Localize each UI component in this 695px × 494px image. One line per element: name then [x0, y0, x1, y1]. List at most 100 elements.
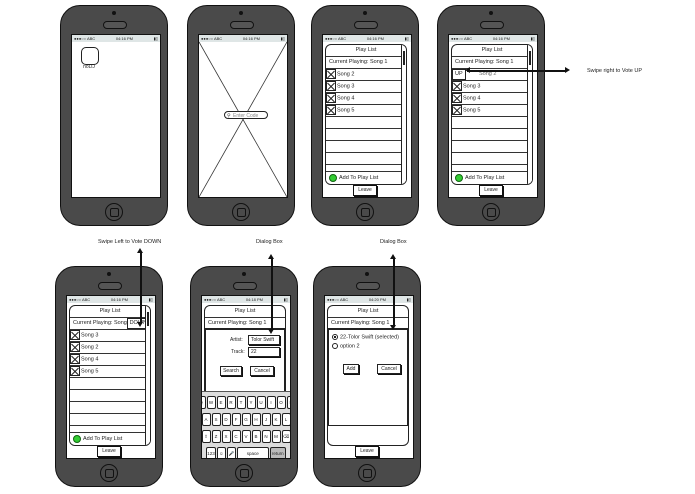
time-label: 04:16 PM: [110, 297, 128, 302]
cancel-button[interactable]: Cancel: [377, 364, 401, 374]
song-row[interactable]: Song 3: [70, 330, 150, 342]
camera-icon: [365, 272, 369, 276]
add-to-playlist-button[interactable]: Add To Play List: [70, 432, 150, 445]
current-playing: Current Playing: Song 1: [452, 57, 532, 69]
key-char[interactable]: W: [206, 396, 216, 409]
leave-button[interactable]: Leave: [353, 185, 377, 196]
track-input[interactable]: 22: [248, 347, 280, 357]
song-thumbnail-icon: [326, 105, 336, 115]
key-char[interactable]: F: [231, 413, 241, 426]
arrowhead-icon: [565, 67, 570, 73]
key-char[interactable]: B: [251, 430, 261, 443]
artist-input[interactable]: Tolor Swift: [248, 335, 280, 345]
key-char[interactable]: U: [256, 396, 266, 409]
carrier-label: ●●●○○ ABC: [327, 297, 349, 302]
key-char[interactable]: P: [286, 396, 290, 409]
key-char[interactable]: G: [241, 413, 251, 426]
home-button[interactable]: [358, 464, 376, 482]
option-radio[interactable]: 22-Tolor Swift (selected): [332, 334, 399, 340]
key-char[interactable]: I: [266, 396, 276, 409]
home-button[interactable]: [482, 203, 500, 221]
song-row[interactable]: Song 2: [326, 69, 406, 81]
key-char[interactable]: T: [236, 396, 246, 409]
song-label: Song 2: [81, 344, 99, 351]
home-button[interactable]: [100, 464, 118, 482]
key-char[interactable]: E: [216, 396, 226, 409]
playlist-title: Play List: [452, 45, 532, 57]
song-row[interactable]: Song 4: [452, 93, 532, 105]
camera-icon: [107, 272, 111, 276]
key-char[interactable]: 🎤: [226, 447, 236, 458]
key-char[interactable]: V: [241, 430, 251, 443]
key-char[interactable]: L: [281, 413, 290, 426]
song-label: Song 2: [337, 71, 355, 78]
key-space[interactable]: space: [236, 447, 269, 458]
add-to-playlist-button[interactable]: Add To Play List: [326, 171, 406, 184]
key-char[interactable]: J: [261, 413, 271, 426]
song-row[interactable]: Song 4: [326, 93, 406, 105]
song-row[interactable]: Song 5: [326, 105, 406, 117]
home-button[interactable]: [105, 203, 123, 221]
enter-code-input[interactable]: ⚲Enter Code: [224, 111, 268, 119]
vote-down-arrow: [140, 252, 142, 322]
scrollbar[interactable]: [527, 45, 532, 184]
song-row[interactable]: Song 3: [326, 81, 406, 93]
key-char[interactable]: S: [211, 413, 221, 426]
key-char[interactable]: Q: [202, 396, 206, 409]
key-char[interactable]: ⌫: [281, 430, 290, 443]
key-char[interactable]: N: [261, 430, 271, 443]
key-char[interactable]: ⇧: [202, 430, 211, 443]
cancel-button[interactable]: Cancel: [250, 366, 274, 376]
home-button[interactable]: [235, 464, 253, 482]
song-thumbnail-icon: [326, 81, 336, 91]
app-icon[interactable]: [81, 47, 99, 65]
home-button[interactable]: [232, 203, 250, 221]
key-char[interactable]: O: [276, 396, 286, 409]
leave-button[interactable]: Leave: [97, 446, 121, 457]
speaker-icon: [356, 282, 380, 290]
song-row[interactable]: Song 5: [70, 366, 150, 378]
add-button[interactable]: Add: [343, 364, 359, 374]
search-button[interactable]: Search: [220, 366, 242, 376]
song-row[interactable]: Song 3: [452, 81, 532, 93]
key-char[interactable]: C: [231, 430, 241, 443]
dialog-arrow-1: [271, 258, 273, 329]
home-button[interactable]: [356, 203, 374, 221]
song-row[interactable]: Song 4: [70, 354, 150, 366]
key-char[interactable]: ☺: [216, 447, 226, 458]
scrollbar[interactable]: [401, 45, 406, 184]
carrier-label: ●●●○○ ABC: [201, 36, 223, 41]
add-label: Add To Play List: [339, 175, 379, 181]
key-char[interactable]: A: [202, 413, 211, 426]
key-return[interactable]: return: [269, 447, 286, 458]
key-char[interactable]: D: [221, 413, 231, 426]
song-row[interactable]: Song 2: [70, 342, 150, 354]
key-char[interactable]: M: [271, 430, 281, 443]
option-radio[interactable]: option 2: [332, 343, 360, 349]
camera-icon: [489, 11, 493, 15]
key-char[interactable]: H: [251, 413, 261, 426]
key-char[interactable]: Y: [246, 396, 256, 409]
empty-row: [326, 117, 406, 129]
key-char[interactable]: K: [271, 413, 281, 426]
key-char[interactable]: R: [226, 396, 236, 409]
song-row[interactable]: Song 5: [452, 105, 532, 117]
leave-button[interactable]: Leave: [479, 185, 503, 196]
add-to-playlist-button[interactable]: Add To Play List: [452, 171, 532, 184]
key-char[interactable]: X: [221, 430, 231, 443]
leave-button[interactable]: Leave: [355, 446, 379, 457]
key-char[interactable]: Z: [211, 430, 221, 443]
key-char[interactable]: 123: [206, 447, 216, 458]
scrollbar[interactable]: [145, 306, 150, 445]
